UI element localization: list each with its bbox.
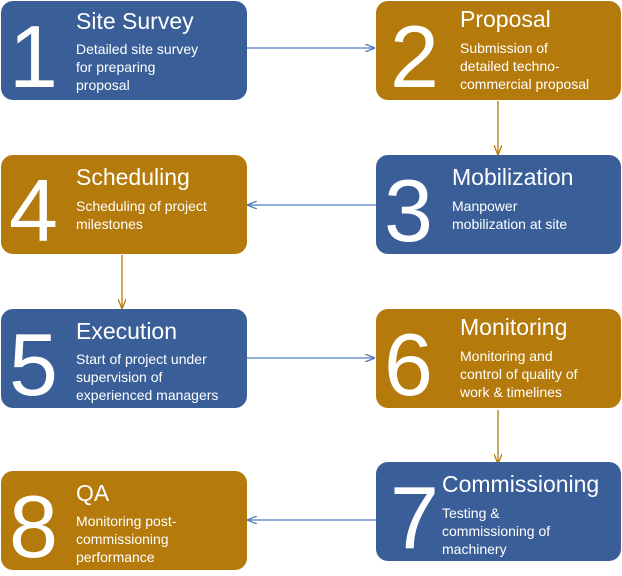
step-description: Monitoring post- commissioning performan…: [76, 513, 177, 565]
step-description: Start of project under supervision of ex…: [76, 351, 219, 403]
step-description: Detailed site survey for preparing propo…: [76, 41, 199, 93]
step-description: Testing & commissioning of machinery: [442, 505, 551, 557]
step-number: 4: [9, 161, 58, 260]
step-number: 3: [384, 161, 433, 260]
step-number: 6: [384, 315, 433, 414]
step-title: Monitoring: [460, 314, 568, 340]
step-title: QA: [76, 480, 110, 506]
step-title: Mobilization: [452, 164, 574, 190]
step-description: Monitoring and control of quality of wor…: [460, 348, 578, 400]
step-number: 2: [390, 7, 439, 106]
step-title: Site Survey: [76, 8, 194, 34]
step-description: Manpower mobilization at site: [452, 198, 568, 232]
step-title: Commissioning: [442, 471, 600, 497]
step-number: 7: [390, 468, 439, 567]
step-6-box: 6 Monitoring Monitoring and control of q…: [376, 309, 621, 414]
step-3-box: 3 Mobilization Manpower mobilization at …: [376, 155, 621, 260]
step-8-box: 8 QA Monitoring post- commissioning perf…: [1, 471, 247, 576]
step-title: Execution: [76, 318, 178, 344]
step-5-box: 5 Execution Start of project under super…: [1, 309, 247, 414]
step-4-box: 4 Scheduling Scheduling of project miles…: [1, 155, 247, 260]
step-number: 8: [9, 477, 58, 576]
step-2-box: 2 Proposal Submission of detailed techno…: [376, 1, 621, 106]
step-title: Proposal: [460, 6, 551, 32]
step-7-box: 7 Commissioning Testing & commissioning …: [376, 462, 621, 567]
step-description: Scheduling of project milestones: [76, 198, 207, 232]
step-number: 1: [9, 7, 58, 106]
step-1-box: 1 Site Survey Detailed site survey for p…: [1, 1, 247, 106]
step-title: Scheduling: [76, 164, 190, 190]
step-description: Submission of detailed techno- commercia…: [460, 40, 590, 92]
step-number: 5: [9, 315, 58, 414]
